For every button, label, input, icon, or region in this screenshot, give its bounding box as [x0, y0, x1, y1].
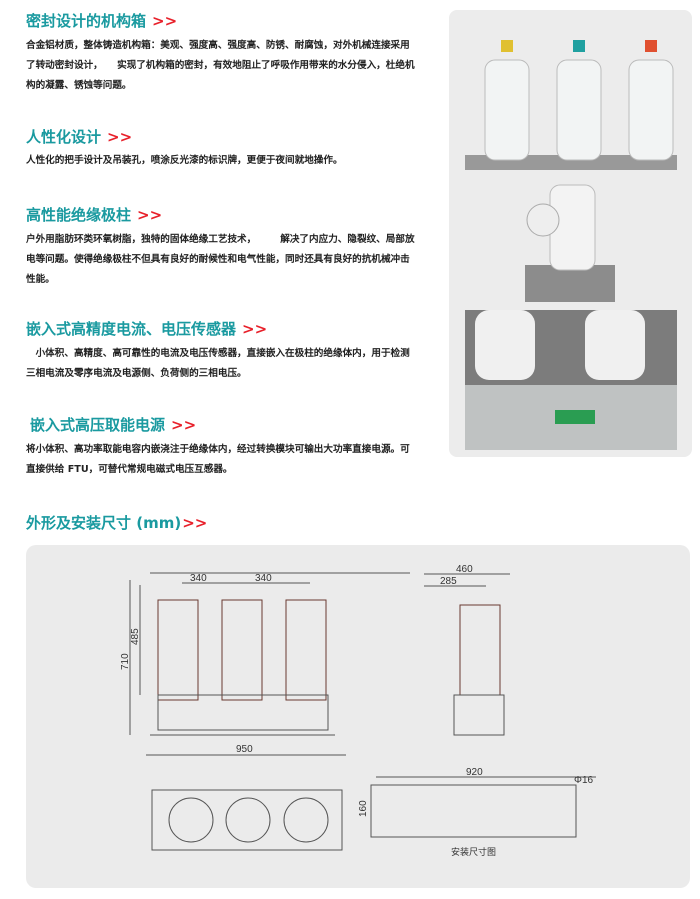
dimensions-title: 外形及安装尺寸 (mm)>> [26, 514, 208, 532]
side-view [424, 573, 510, 736]
front-view: 340 340 485 710 [120, 572, 410, 736]
svg-text:340: 340 [255, 573, 272, 584]
section-text: 户外用脂肪环类环氧树脂，独特的固体绝缘工艺技术， 解决了内应力、隐裂纹、局部放电… [26, 234, 415, 285]
section-title: 嵌入式高压取能电源>> [30, 416, 197, 434]
product-photos [449, 10, 692, 457]
section-title: 密封设计的机构箱>> [26, 12, 178, 30]
svg-text:285: 285 [440, 576, 457, 587]
svg-text:485: 485 [130, 628, 141, 645]
svg-text:950: 950 [236, 744, 253, 755]
section-text: 小体积、高精度、高可靠性的电流及电压传感器，直接嵌入在极柱的绝缘体内，用于检测三… [26, 348, 410, 379]
dimension-drawings: 340 340 485 710 460 285 950 920 Φ16 160 … [120, 564, 596, 857]
mount-view: 920 Φ16 160 安装尺寸图 [358, 767, 596, 857]
svg-text:安装尺寸图: 安装尺寸图 [451, 846, 496, 857]
svg-text:460: 460 [456, 564, 473, 575]
section-title: 人性化设计>> [26, 128, 133, 146]
top-view: 950 [146, 744, 346, 851]
svg-text:710: 710 [120, 653, 131, 670]
svg-text:340: 340 [190, 573, 207, 584]
photo-side-pole [525, 184, 615, 302]
section-text: 人性化的把手设计及吊装孔，喷涂反光漆的标识牌，更便于夜间就地操作。 [26, 155, 343, 166]
svg-text:920: 920 [466, 767, 483, 778]
photo-mechanism-box [465, 310, 677, 450]
photo-insulated-poles [465, 40, 677, 170]
section-title: 嵌入式高精度电流、电压传感器>> [26, 320, 268, 338]
svg-text:160: 160 [358, 800, 369, 817]
section-text: 将小体积、高功率取能电容内嵌浇注于绝缘体内，经过转换模块可输出大功率直接电源。可… [26, 444, 410, 475]
section-title: 高性能绝缘极柱>> [26, 206, 163, 224]
dimension-drawing-panel: 340 340 485 710 460 285 950 920 Φ16 160 … [26, 545, 690, 888]
svg-text:Φ16: Φ16 [574, 775, 594, 786]
section-text: 合金铝材质，整体铸造机构箱：美观、强度高、强度高、防锈、耐腐蚀，对外机械连接采用… [26, 40, 415, 91]
